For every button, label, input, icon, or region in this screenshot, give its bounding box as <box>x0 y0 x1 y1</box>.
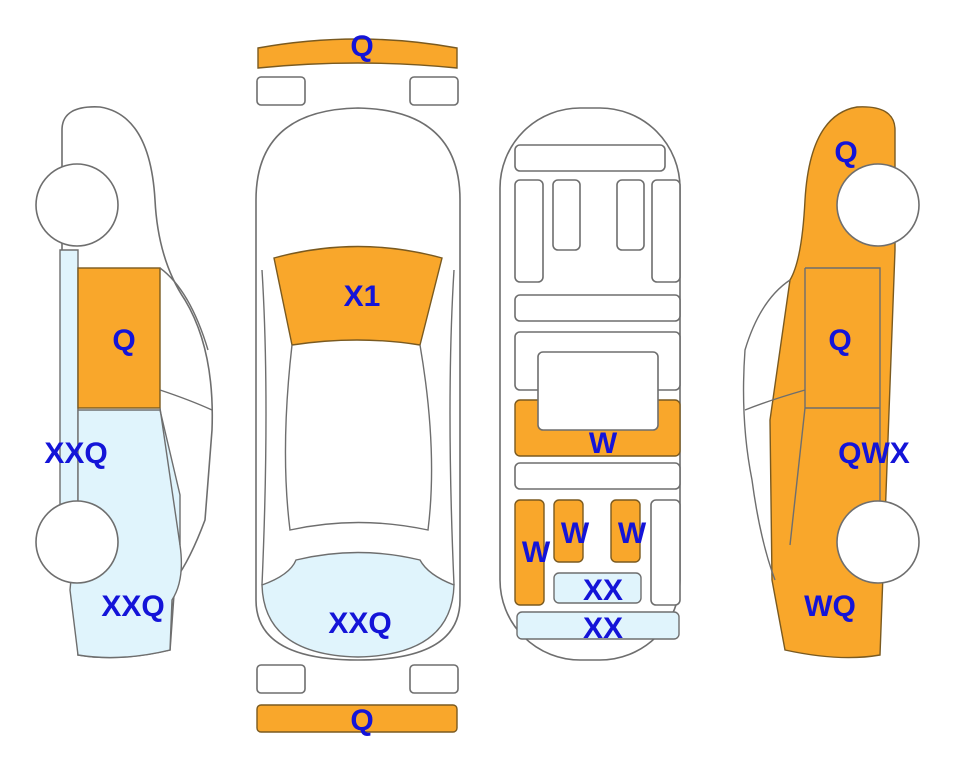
car-top-view: X1 XXQ <box>255 107 461 661</box>
left-front-door-label: Q <box>112 324 135 357</box>
rear-window-label: XXQ <box>328 607 391 640</box>
rear-bumper-group: Q <box>256 664 459 737</box>
right-rear-door-label: QWX <box>838 437 910 470</box>
floor-rear-2-label: XX <box>583 612 623 645</box>
rear-light-right <box>409 664 459 694</box>
rear-bumper-label: Q <box>350 704 373 737</box>
rear-window[interactable] <box>261 551 455 658</box>
floor-middle-label: W <box>589 427 618 460</box>
front-light-right <box>409 76 459 106</box>
floor-left-label: W <box>522 536 551 569</box>
front-bumper-group: Q <box>256 30 459 106</box>
front-bumper-label: Q <box>350 30 373 63</box>
right-front-door-label: Q <box>828 324 851 357</box>
left-rear-panel[interactable] <box>69 409 183 659</box>
left-rear-label: XXQ <box>101 590 164 623</box>
front-light-left <box>256 76 306 106</box>
windshield[interactable] <box>273 245 443 346</box>
windshield-label: X1 <box>344 280 381 313</box>
rear-bumper[interactable] <box>256 704 458 733</box>
left-front-door[interactable] <box>77 267 161 409</box>
car-left-side: Q XXQ XXQ <box>35 106 214 659</box>
rear-light-left <box>256 664 306 694</box>
floor-rear-1[interactable] <box>553 572 642 604</box>
floor-seat-right[interactable] <box>610 499 641 563</box>
floor-seat-left-label: W <box>561 517 590 550</box>
right-rear-label: WQ <box>804 590 856 623</box>
floor-rear-2[interactable] <box>516 611 680 640</box>
left-side-label: XXQ <box>44 437 107 470</box>
floor-seat-right-label: W <box>618 517 647 550</box>
right-front-label: Q <box>834 136 857 169</box>
front-bumper[interactable] <box>257 38 458 69</box>
floor-rear-1-label: XX <box>583 574 623 607</box>
car-right-side: Q Q QWX WQ <box>742 106 920 659</box>
car-floor-view: W W W W XX XX <box>499 107 681 661</box>
floor-seat-left[interactable] <box>553 499 584 563</box>
floor-left[interactable] <box>514 499 545 606</box>
